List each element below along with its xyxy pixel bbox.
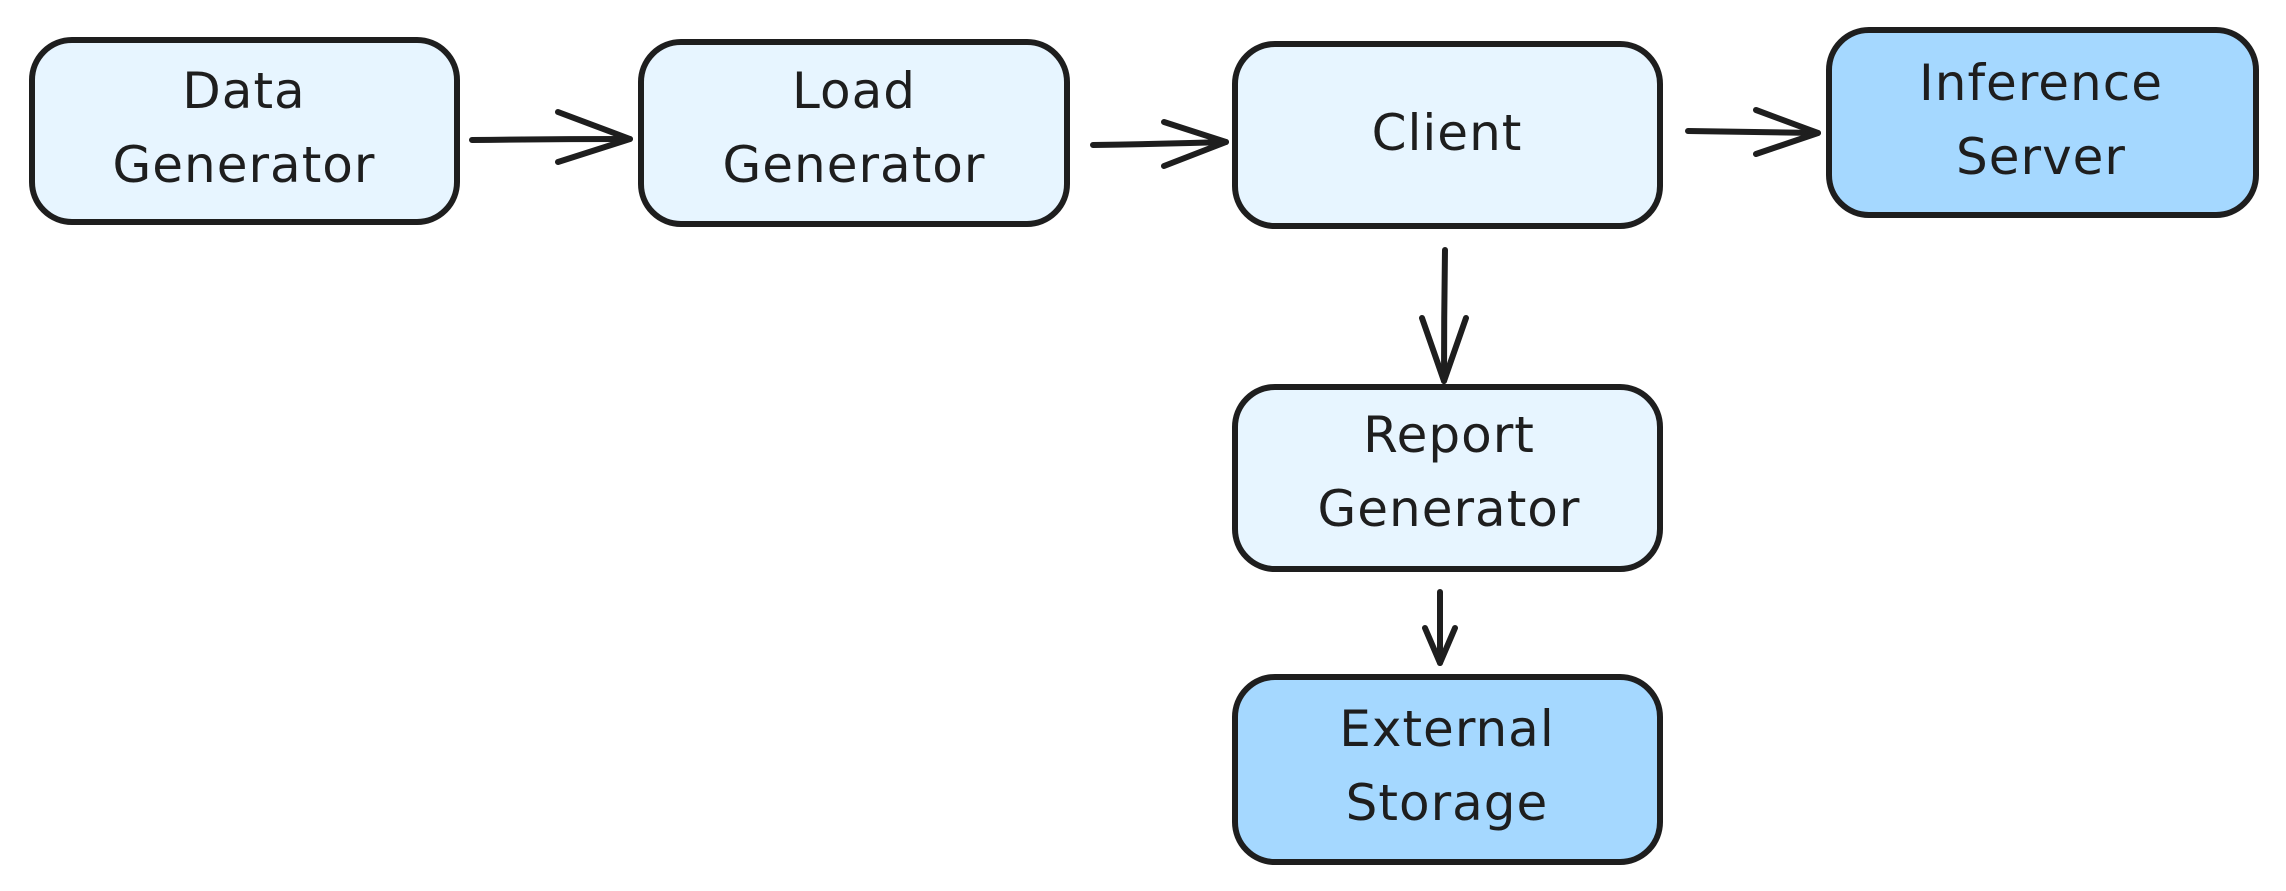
node-label-line2: Generator	[113, 136, 376, 194]
edge-report-to-storage	[1422, 589, 1458, 666]
node-data-generator: Data Generator	[29, 37, 460, 225]
node-box	[29, 37, 460, 225]
node-label-line1: External	[1339, 700, 1554, 758]
node-inference-server: Inference Server	[1826, 27, 2259, 218]
edge-client-to-report	[1419, 247, 1469, 384]
node-label-line1: Client	[1372, 104, 1523, 162]
node-label-line1: Load	[792, 62, 916, 120]
node-box	[1826, 27, 2259, 218]
node-box	[1232, 41, 1663, 229]
node-label-line1: Data	[182, 62, 305, 120]
node-label-line1: Report	[1363, 406, 1535, 464]
node-label-line1: Inference	[1919, 54, 2163, 112]
node-label-line2: Generator	[1318, 480, 1581, 538]
node-external-storage: External Storage	[1232, 674, 1663, 865]
node-box	[1232, 384, 1663, 572]
node-load-generator: Load Generator	[638, 39, 1070, 227]
node-report-generator: Report Generator	[1232, 384, 1663, 572]
node-client: Client	[1232, 41, 1663, 229]
node-label-line2: Storage	[1346, 774, 1549, 832]
edge-load-to-client	[1090, 119, 1229, 169]
node-box	[1232, 674, 1663, 865]
node-box	[638, 39, 1070, 227]
node-label-line2: Generator	[723, 136, 986, 194]
edge-data-to-load	[469, 109, 633, 165]
node-label-line2: Server	[1956, 128, 2126, 186]
edge-client-to-inference	[1685, 107, 1821, 157]
